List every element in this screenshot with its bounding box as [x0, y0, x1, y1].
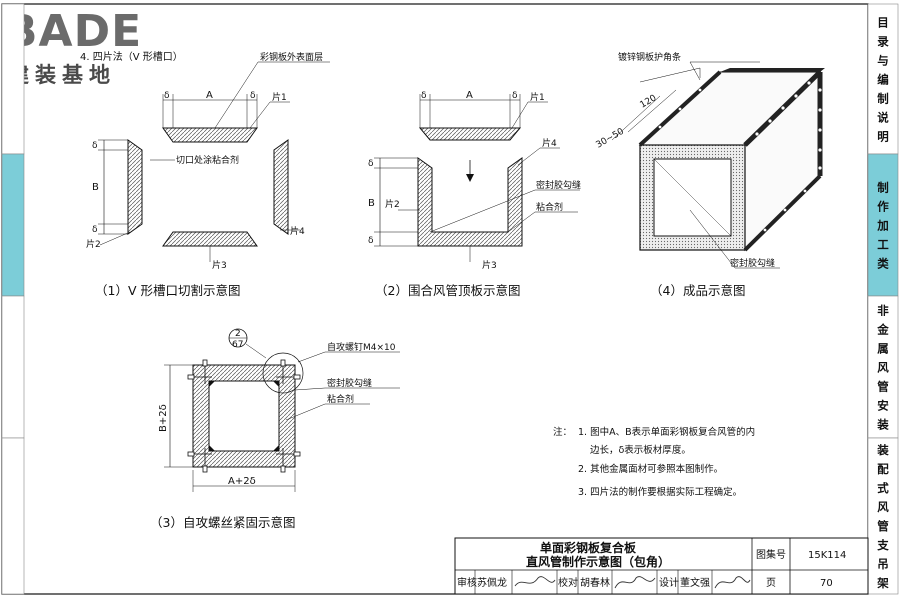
note-line-3: 2. 其他金属面材可参照本图制作。 — [578, 463, 723, 475]
fig3-dim-height: B+2δ — [158, 404, 169, 432]
fig2-piece2-label: 片2 — [385, 198, 400, 210]
fig3-screw-label: 自攻螺钉M4×10 — [327, 341, 396, 353]
figure-4-finished: 镀锌钢板护角条 120 30~50 密封胶勾缝 （4）成品示意图 — [595, 51, 825, 298]
note-line-1: 1. 图中A、B表示单面彩钢板复合风管的内 — [578, 426, 755, 438]
note-line-4: 3. 四片法的制作要根据实际工程确定。 — [578, 486, 742, 498]
side-tabs-right — [867, 3, 899, 595]
fig2-caption: （2）围合风管顶板示意图 — [375, 283, 520, 298]
section-title: 4. 四片法（V 形槽口） — [80, 50, 183, 63]
review-name: 苏佩龙 — [477, 576, 507, 589]
fig2-piece4-label: 片4 — [542, 137, 557, 149]
check-name: 胡春林 — [580, 576, 610, 589]
fig4-caption: （4）成品示意图 — [650, 283, 745, 298]
fig4-corner-label: 镀锌钢板护角条 — [618, 51, 681, 63]
fig2-piece3-label: 片3 — [482, 259, 497, 271]
fig1-caption: （1）V 形槽口切割示意图 — [95, 283, 240, 298]
fig3-sealant-label: 密封胶勾缝 — [327, 377, 372, 389]
note-line-2: 边长，δ表示板材厚度。 — [590, 444, 691, 456]
fig2-adhesive-label: 粘合剂 — [536, 201, 563, 213]
check-signature — [614, 576, 656, 589]
design-label: 设计 — [659, 576, 679, 589]
tab-nonmetal[interactable] — [867, 295, 899, 439]
fig1-piece1-label: 片1 — [272, 91, 287, 103]
fig1-delta-top-left: δ — [164, 91, 170, 101]
notes: 注： 1. 图中A、B表示单面彩钢板复合风管的内 边长，δ表示板材厚度。 2. … — [553, 426, 755, 498]
fig3-adhesive-label: 粘合剂 — [327, 393, 354, 405]
figure-2-enclosing: 片1 片4 密封胶勾缝 粘合剂 片2 片3 A δ δ B δ δ （2）围合风… — [368, 90, 581, 298]
page-number: 70 — [820, 578, 833, 589]
fig4-dim-3050: 30~50 — [595, 127, 627, 151]
fig2-delta-left-top: δ — [368, 159, 374, 169]
fig1-piece4-label: 片4 — [290, 225, 305, 237]
fig1-delta-top-right: δ — [250, 91, 256, 101]
title-block: 单面彩钢板复合板 直风管制作示意图（包角） 图集号 15K114 页 70 审核… — [454, 537, 869, 595]
review-label: 审核 — [457, 576, 477, 589]
figure-3-screw-fastening: 2 67 自攻螺钉M4×10 密封胶勾缝 粘合剂 A+2δ B+2δ （3）自攻… — [150, 328, 400, 530]
tab-fabrication[interactable] — [867, 153, 899, 297]
side-tab-label-2: 非金属风管安装 — [876, 304, 889, 432]
title-line-1: 单面彩钢板复合板 — [540, 540, 637, 555]
design-signature — [714, 576, 751, 589]
fig1-piece3-label: 片3 — [212, 259, 227, 271]
fig3-detail-bottom: 67 — [232, 340, 243, 350]
figure-1-v-groove: 彩钢板外表面层 片1 切口处涂粘合剂 片2 片3 片4 A δ δ B δ δ … — [86, 51, 330, 298]
notes-prefix: 注： — [553, 426, 572, 438]
fig3-detail-top: 2 — [235, 329, 241, 339]
logo-brand: BADE — [4, 6, 142, 57]
atlas-label: 图集号 — [756, 548, 786, 561]
title-line-2: 直风管制作示意图（包角） — [526, 554, 670, 569]
fig3-caption: （3）自攻螺丝紧固示意图 — [150, 515, 295, 530]
fig2-delta-left-bottom: δ — [368, 236, 374, 246]
review-signature — [514, 576, 556, 587]
logo-subtitle: 建装基地 — [8, 63, 116, 87]
fig2-sealant-label: 密封胶勾缝 — [536, 179, 581, 191]
side-tabs-left — [1, 3, 25, 595]
tab-catalog[interactable] — [867, 3, 899, 155]
fig2-dim-b: B — [368, 198, 375, 209]
fig1-piece2-label: 片2 — [86, 238, 101, 250]
fig1-dim-a: A — [206, 90, 213, 101]
tab-support[interactable] — [867, 437, 899, 595]
fig1-delta-left-top: δ — [92, 141, 98, 151]
fig2-dim-a: A — [466, 90, 473, 101]
side-tab-label-3: 装配式风管支吊架 — [876, 443, 889, 590]
side-tab-label-1: 制作加工类 — [876, 181, 889, 271]
fig2-delta-top-right: δ — [512, 91, 518, 101]
fig1-delta-left-bottom: δ — [92, 225, 98, 235]
page-label: 页 — [766, 577, 776, 589]
fig4-sealant-label: 密封胶勾缝 — [730, 257, 775, 269]
fig3-dim-width: A+2δ — [228, 476, 256, 487]
fig2-piece1-label: 片1 — [530, 91, 545, 103]
fig1-glue-label: 切口处涂粘合剂 — [176, 154, 239, 166]
fig1-outer-layer-label: 彩钢板外表面层 — [260, 51, 323, 63]
fig1-dim-b: B — [92, 182, 99, 193]
atlas-number: 15K114 — [808, 550, 846, 561]
design-name: 董文强 — [680, 576, 710, 589]
side-tab-label-0: 目录与编制说明 — [877, 16, 889, 144]
fig2-delta-top-left: δ — [421, 91, 427, 101]
check-label: 校对 — [558, 576, 578, 589]
